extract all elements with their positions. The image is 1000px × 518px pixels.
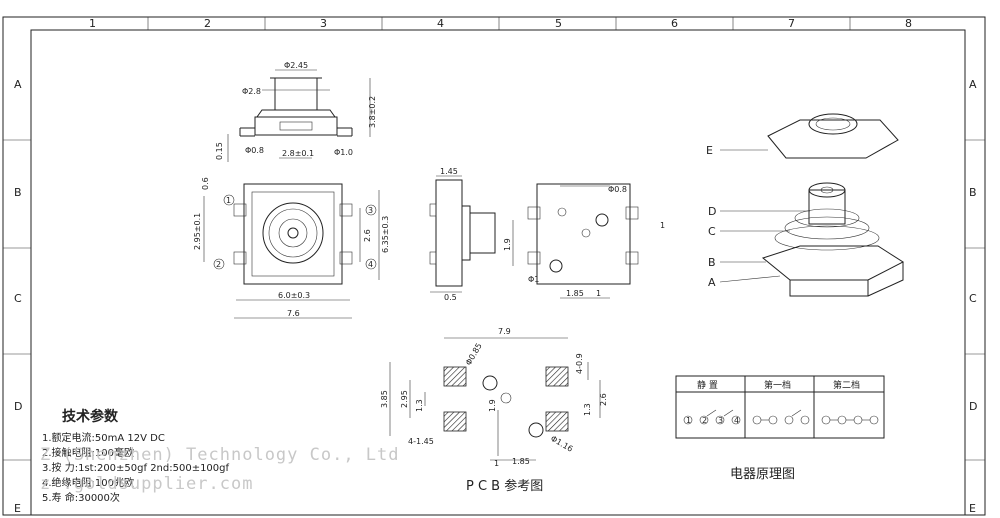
schematic-header-stage2: 第二档 xyxy=(833,379,860,391)
row-label-a-left: A xyxy=(14,78,22,91)
row-label-a-right: A xyxy=(969,78,977,91)
drawing-frame: 1 2 3 4 5 6 7 8 A B C D E A B C D E xyxy=(2,16,986,516)
dim-top-28: 2.8±0.1 xyxy=(282,149,314,158)
dim-pcb-1: 1 xyxy=(494,459,499,468)
row-label-b-left: B xyxy=(14,186,22,199)
pin-label-2: 2 xyxy=(216,260,221,269)
dim-top-d28: Φ2.8 xyxy=(242,87,261,96)
pin-label-3: 3 xyxy=(368,206,373,215)
sch-pin-1: 1 xyxy=(686,416,691,425)
dim-pcb-385: 3.85 xyxy=(380,390,389,408)
watermark: Z (Shenzhen) Technology Co., Ltd z .gold… xyxy=(40,445,400,494)
dim-front-76: 7.6 xyxy=(287,309,300,318)
sch-pin-4: 4 xyxy=(734,416,739,425)
dim-front-60: 6.0±0.3 xyxy=(278,291,310,300)
dim-top-d245: Φ2.45 xyxy=(284,61,308,70)
part-label-b: B xyxy=(708,256,716,269)
dim-pcb-4-09: 4-0.9 xyxy=(575,353,584,374)
row-label-d-right: D xyxy=(969,400,977,413)
spec-item-3: 3.按 力:1st:200±50gf 2nd:500±100gf xyxy=(42,461,230,474)
dim-pcb-13a: 1.3 xyxy=(415,399,424,412)
dim-front-06: 0.6 xyxy=(201,177,210,190)
spec-item-5: 5.寿 命:30000次 xyxy=(42,491,120,504)
col-label-4: 4 xyxy=(437,17,444,30)
dim-bottom-1b: 1 xyxy=(660,221,665,230)
part-label-c: C xyxy=(708,225,716,238)
part-label-e: E xyxy=(706,144,713,157)
exploded-view: E D C B A xyxy=(706,113,905,297)
dim-top-d08: Φ0.8 xyxy=(245,146,264,155)
front-plan-view: 1 2 3 4 0.6 2.95±0.1 6.35±0.3 2.6 6.0±0.… xyxy=(193,177,390,319)
dim-pcb-4-145: 4-1.45 xyxy=(408,437,434,446)
row-label-d-left: D xyxy=(14,400,22,413)
col-label-5: 5 xyxy=(555,17,562,30)
dim-bottom-1a: 1 xyxy=(596,289,601,298)
dim-pcb-295: 2.95 xyxy=(400,390,409,408)
spec-item-1: 1.额定电流:50mA 12V DC xyxy=(42,431,165,444)
pcb-caption: P C B 参考图 xyxy=(466,478,543,494)
bottom-view: Φ0.8 Φ1 1.9 1.85 1 1 xyxy=(503,183,665,299)
spec-item-2: 2.接触电阻:100毫欧 xyxy=(42,446,134,459)
row-label-c-right: C xyxy=(969,292,977,305)
dim-top-38: 3.8±0.2 xyxy=(368,96,377,128)
row-label-b-right: B xyxy=(969,186,977,199)
col-label-3: 3 xyxy=(320,17,327,30)
dim-top-015: 0.15 xyxy=(215,142,224,160)
dim-pcb-d085: Φ0.85 xyxy=(464,342,484,367)
schematic-caption: 电器原理图 xyxy=(730,467,795,482)
schematic-table: 静 置 第一档 第二档 1 2 3 4 电器原理图 xyxy=(675,375,885,482)
dim-front-26: 2.6 xyxy=(363,229,372,242)
schematic-header-stage1: 第一档 xyxy=(764,379,791,391)
dim-bottom-185: 1.85 xyxy=(566,289,584,298)
part-label-a: A xyxy=(708,276,716,289)
dim-pcb-d116: Φ1.16 xyxy=(549,434,574,454)
tech-specs: 技术参数 1.额定电流:50mA 12V DC 2.接触电阻:100毫欧 3.按… xyxy=(42,408,230,504)
dim-front-295: 2.95±0.1 xyxy=(193,213,202,250)
col-label-7: 7 xyxy=(788,17,795,30)
pin-label-4: 4 xyxy=(368,260,373,269)
row-label-c-left: C xyxy=(14,292,22,305)
dim-pcb-185: 1.85 xyxy=(512,457,530,466)
dim-top-d10: Φ1.0 xyxy=(334,148,353,157)
dim-bottom-d1: Φ1 xyxy=(528,275,539,284)
watermark-line-2: z .goldsupplier.com xyxy=(40,474,253,494)
dim-side-05: 0.5 xyxy=(444,293,457,302)
dim-pcb-13b: 1.3 xyxy=(583,403,592,416)
spec-item-4: 4.绝缘电阻:100兆欧 xyxy=(42,476,134,489)
pcb-layout: 7.9 Φ0.85 4-0.9 3.85 2.95 1.3 1.9 2.6 4-… xyxy=(380,327,608,494)
col-label-2: 2 xyxy=(204,17,211,30)
top-elevation-view: Φ2.45 Φ2.8 Φ0.8 2.8±0.1 Φ1.0 0.15 3.8±0.… xyxy=(215,61,377,162)
dim-pcb-26: 2.6 xyxy=(599,393,608,406)
col-label-8: 8 xyxy=(905,17,912,30)
dim-bottom-d08: Φ0.8 xyxy=(608,185,627,194)
dim-pcb-19: 1.9 xyxy=(488,399,497,412)
col-label-1: 1 xyxy=(89,17,96,30)
dim-bottom-19: 1.9 xyxy=(503,238,512,251)
specs-title: 技术参数 xyxy=(62,408,119,425)
sch-pin-2: 2 xyxy=(702,416,707,425)
sch-pin-3: 3 xyxy=(718,416,723,425)
dim-pcb-79: 7.9 xyxy=(498,327,511,336)
part-label-d: D xyxy=(708,205,716,218)
watermark-line-1: Z (Shenzhen) Technology Co., Ltd xyxy=(40,445,400,465)
col-label-6: 6 xyxy=(671,17,678,30)
row-label-e-right: E xyxy=(969,502,976,515)
schematic-header-rest: 静 置 xyxy=(697,379,718,391)
row-label-e-left: E xyxy=(14,502,21,515)
dim-side-145: 1.45 xyxy=(440,167,458,176)
pin-label-1: 1 xyxy=(226,196,231,205)
side-view: 1.45 0.5 xyxy=(429,167,496,302)
dim-front-635: 6.35±0.3 xyxy=(381,216,390,253)
